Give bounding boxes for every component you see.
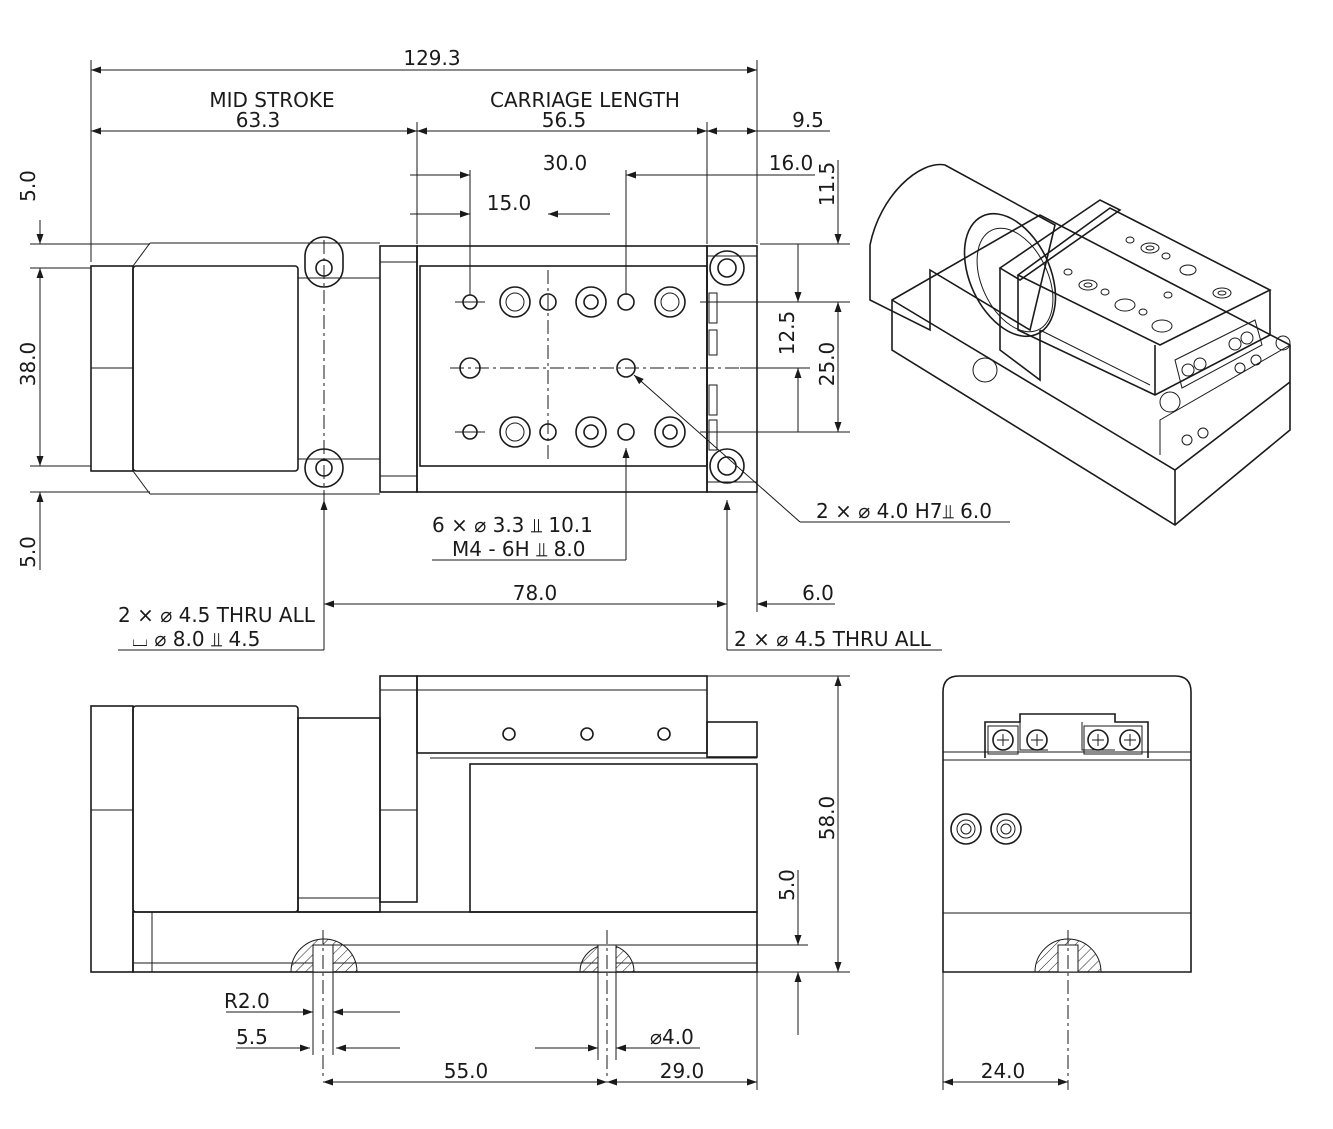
side-view: 58.0 5.0 R2.0 5.5 ⌀4.0 55.0 [90, 675, 850, 1090]
note-left-thru-2: ⌴ ⌀ 8.0 ⫫ 4.5 [132, 627, 260, 651]
dim-left-top-margin: 5.0 [16, 170, 40, 202]
label-mid-stroke: MID STROKE [209, 88, 334, 112]
side-carriage [416, 675, 708, 754]
dim-slot-spacing: 55.0 [444, 1059, 489, 1083]
dimensions-side-view: 58.0 5.0 R2.0 5.5 ⌀4.0 55.0 [224, 675, 850, 1090]
dim-slot-width: 5.5 [236, 1025, 268, 1049]
end-carriage [984, 713, 1149, 758]
dim-height: 58.0 [815, 796, 839, 841]
side-motor-cap [90, 705, 134, 973]
side-coupler-block [379, 675, 418, 903]
note-left-thru-1: 2 × ⌀ 4.5 THRU ALL [118, 603, 316, 627]
isometric-view [869, 163, 1291, 526]
dim-mid-stroke: 63.3 [236, 108, 281, 132]
end-side-holes [950, 813, 1022, 845]
side-slot-left [290, 938, 358, 973]
top-view: 129.3 MID STROKE 63.3 CARRIAGE LENGTH 56… [16, 46, 1010, 651]
carriage-holes [455, 286, 686, 448]
side-base [132, 911, 758, 973]
dim-pin-spacing: 12.5 [775, 311, 799, 356]
end-block [706, 245, 758, 493]
dim-hole-spacing-y: 25.0 [815, 342, 839, 387]
dim-end-offset: 9.5 [792, 108, 824, 132]
dim-mount-spacing: 78.0 [513, 581, 558, 605]
dim-hole-diameter: ⌀4.0 [650, 1025, 694, 1049]
dim-right-mount-offset: 6.0 [802, 581, 834, 605]
note-right-thru: 2 × ⌀ 4.5 THRU ALL [734, 627, 932, 651]
note-pin-holes: 2 × ⌀ 4.0 H7⫫ 6.0 [816, 499, 992, 523]
dim-width: 38.0 [16, 342, 40, 387]
end-view: 24.0 [942, 675, 1192, 1090]
dimensions-top-view: 129.3 MID STROKE 63.3 CARRIAGE LENGTH 56… [16, 46, 1010, 651]
end-screws [987, 725, 1143, 755]
dim-hole-pitch-x: 30.0 [543, 151, 588, 175]
dim-slot-end-offset: 29.0 [660, 1059, 705, 1083]
dim-pin-offset: 16.0 [769, 151, 814, 175]
coupler-block [379, 245, 418, 493]
dim-left-bottom-margin: 5.0 [16, 536, 40, 568]
side-coupler [297, 717, 381, 913]
end-outline [942, 675, 1192, 973]
side-motor-body [132, 705, 299, 913]
mount-hole-bottom-right [709, 448, 745, 484]
dim-slot-center: 24.0 [981, 1059, 1026, 1083]
note-tapped-holes-2: M4 - 6H ⫫ 8.0 [452, 537, 585, 561]
dim-hole-offset-x: 15.0 [487, 191, 532, 215]
dim-top-offset: 11.5 [815, 162, 839, 207]
note-tapped-holes-1: 6 × ⌀ 3.3 ⫫ 10.1 [432, 513, 593, 537]
dim-base-thickness: 5.0 [775, 869, 799, 901]
dim-overall-length: 129.3 [403, 46, 460, 70]
dim-radius: R2.0 [224, 989, 270, 1013]
dim-carriage-length: 56.5 [542, 108, 587, 132]
label-carriage-length: CARRIAGE LENGTH [490, 88, 680, 112]
side-base-body [469, 763, 758, 913]
motor-body [132, 265, 299, 472]
mount-hole-top-right [709, 250, 745, 286]
